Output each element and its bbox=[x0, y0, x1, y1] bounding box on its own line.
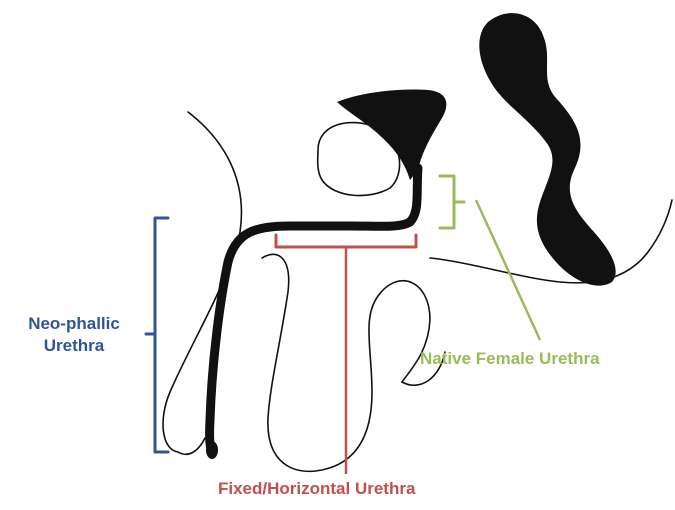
fixed-horizontal-urethra-label: Fixed/Horizontal Urethra bbox=[218, 478, 415, 500]
native-female-urethra-label: Native Female Urethra bbox=[420, 348, 600, 370]
neo-phallic-bracket bbox=[146, 218, 168, 452]
neo-phallic-label-line1: Neo-phallic bbox=[10, 313, 138, 335]
neophallus-outline bbox=[178, 438, 205, 454]
rectum-shape bbox=[479, 13, 615, 285]
neo-phallic-label-line2: Urethra bbox=[10, 335, 138, 357]
fixed-horizontal-bracket bbox=[276, 235, 416, 247]
native-urethra-bracket bbox=[440, 176, 464, 228]
urethral-meatus bbox=[206, 441, 218, 459]
neo-phallic-urethra-label: Neo-phallic Urethra bbox=[10, 313, 138, 357]
body-contour bbox=[163, 112, 241, 452]
urethra-tube bbox=[210, 222, 410, 452]
bladder-shape bbox=[337, 90, 446, 181]
native-urethra-leader bbox=[476, 200, 540, 340]
